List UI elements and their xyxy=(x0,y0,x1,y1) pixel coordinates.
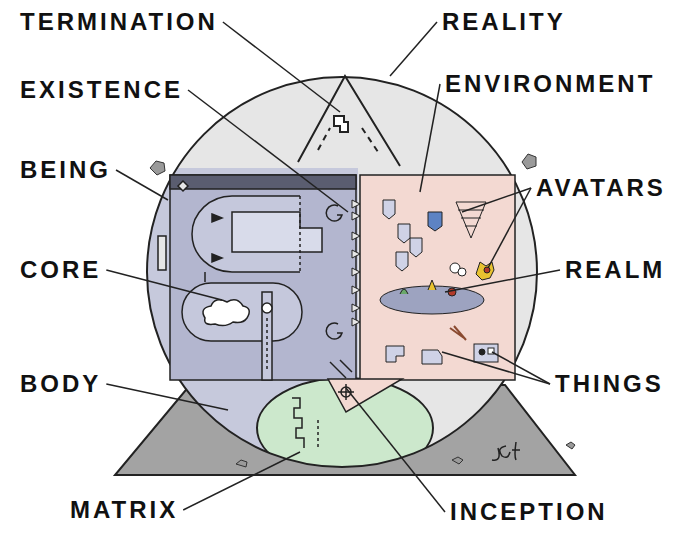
being-panel-part xyxy=(178,181,188,191)
being-panel-part xyxy=(170,175,356,189)
leader-line xyxy=(488,188,531,268)
environment-panel-part xyxy=(360,175,515,380)
avatar-figures-part xyxy=(461,218,481,219)
avatar-figures-part xyxy=(383,200,395,219)
artist-signature xyxy=(492,442,520,460)
rock-pebbles-part xyxy=(236,460,247,467)
rock-pebbles-part xyxy=(150,161,165,175)
sphere-body xyxy=(140,77,537,478)
being-panel-part xyxy=(326,205,342,221)
sphere-body-part xyxy=(147,77,537,467)
termination-triangle xyxy=(298,76,400,166)
thing-objects-part xyxy=(450,326,466,340)
thing-objects xyxy=(386,326,498,364)
being-panel-part xyxy=(232,212,322,252)
being-panel xyxy=(158,175,356,380)
avatar-figures-part xyxy=(456,202,486,238)
avatar-figures-part xyxy=(398,224,410,243)
existence-membrane-part xyxy=(352,318,360,326)
leader-line xyxy=(106,384,228,410)
part-label: BEING xyxy=(20,158,111,182)
termination-triangle-part xyxy=(334,116,348,132)
existence-membrane-part xyxy=(352,250,360,258)
avatar-figures-part xyxy=(410,238,422,257)
existence-membrane-part xyxy=(352,232,360,240)
avatar-figures-part xyxy=(428,212,442,231)
part-label: MATRIX xyxy=(70,498,178,522)
thing-objects-part xyxy=(422,350,442,364)
leader-line xyxy=(346,388,445,512)
leader-line xyxy=(106,270,222,300)
leader-line xyxy=(223,22,340,112)
realm-disc-part xyxy=(428,280,436,290)
existence-membrane-part xyxy=(352,304,360,312)
being-panel-part xyxy=(262,303,272,313)
leader-line xyxy=(188,90,348,212)
being-panel-part xyxy=(204,272,206,282)
leader-line xyxy=(390,22,437,76)
leader-line xyxy=(183,452,300,510)
artist-signature-part xyxy=(492,442,520,460)
existence-membrane-part xyxy=(352,200,360,208)
avatar-figures-part xyxy=(484,267,490,273)
rock-pebbles-part xyxy=(522,154,536,169)
part-label: REALITY xyxy=(442,10,566,34)
being-panel-part xyxy=(212,254,222,262)
being-panel-part xyxy=(158,236,166,270)
termination-triangle-part xyxy=(362,128,378,152)
realm-disc-part xyxy=(400,289,408,294)
thing-objects-part xyxy=(386,346,404,362)
part-label: ENVIRONMENT xyxy=(445,72,655,96)
leader-line xyxy=(445,270,560,292)
part-label: CORE xyxy=(20,258,101,282)
existence-membrane-part xyxy=(352,212,360,220)
being-panel-part xyxy=(266,318,268,372)
existence-membrane-part xyxy=(352,268,360,276)
leader-line xyxy=(116,170,168,200)
avatar-figures-part xyxy=(465,226,477,227)
rock-pebbles-part xyxy=(566,442,575,449)
termination-triangle-part xyxy=(298,76,400,166)
part-label: INCEPTION xyxy=(450,500,608,524)
environment-panel-part xyxy=(328,379,402,412)
avatar-figures-part xyxy=(458,268,466,276)
environment-panel-part xyxy=(340,360,352,372)
avatar-figures xyxy=(383,200,494,280)
matrix-steps-part xyxy=(292,398,304,448)
environment-panel xyxy=(328,175,515,412)
leader-line xyxy=(492,352,550,384)
being-panel-part xyxy=(182,283,302,341)
existence-membrane-part xyxy=(352,286,360,294)
avatar-figures-part xyxy=(396,252,408,271)
realm-disc-part xyxy=(380,286,484,314)
part-label: BODY xyxy=(20,372,101,396)
part-label: REALM xyxy=(565,258,665,282)
part-label: AVATARS xyxy=(536,176,666,200)
being-panel-part xyxy=(262,292,272,380)
environment-panel-part xyxy=(345,384,347,400)
leader-line xyxy=(420,84,440,192)
realm-disc xyxy=(380,280,484,314)
matrix-steps xyxy=(292,398,318,448)
rock-pebbles-part xyxy=(452,457,463,464)
part-label: EXISTENCE xyxy=(20,78,183,102)
part-label: THINGS xyxy=(555,372,664,396)
leader-line xyxy=(442,352,550,384)
realm-disc-part xyxy=(448,288,456,296)
being-panel-part xyxy=(212,214,222,222)
being-panel-part xyxy=(299,196,301,272)
existence-membrane xyxy=(352,200,360,326)
being-panel-part xyxy=(203,300,249,326)
termination-triangle-part xyxy=(318,128,330,150)
being-panel-part xyxy=(170,175,356,380)
thing-objects-part xyxy=(479,349,485,355)
avatar-figures-part xyxy=(476,262,494,280)
being-panel-part xyxy=(326,323,342,339)
part-label: TERMINATION xyxy=(20,10,218,34)
matrix-steps-part xyxy=(317,420,319,448)
